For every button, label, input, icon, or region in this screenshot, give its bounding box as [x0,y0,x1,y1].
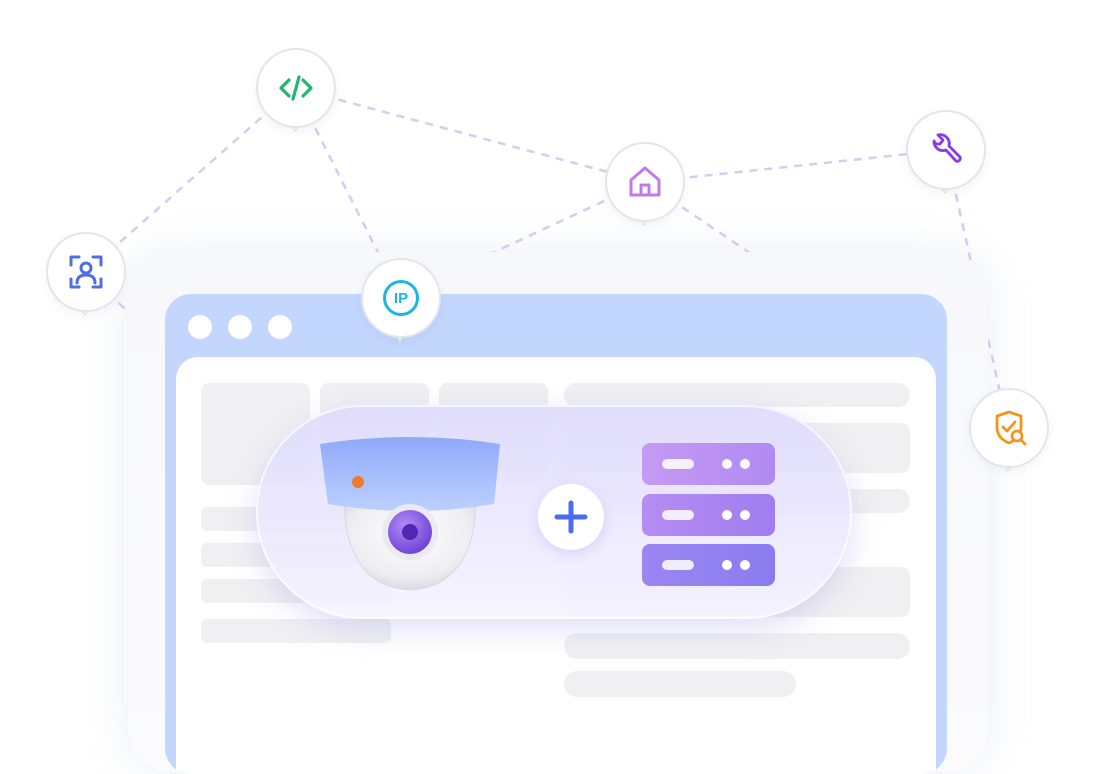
placeholder-line [564,383,910,407]
ip-label: IP [393,289,409,307]
server-slot [662,459,694,469]
pin-code [256,48,336,140]
window-dot-3 [268,315,292,339]
placeholder-line [564,633,910,659]
wrench-icon [932,133,962,163]
server-led [740,510,750,520]
plus-circle [538,484,604,550]
home-icon [629,166,661,197]
server-led [740,560,750,570]
server-led [722,560,732,570]
server-led [722,459,732,469]
server-unit [642,544,775,586]
server-led [740,459,750,469]
ip-icon: IP [383,280,419,316]
shield-check-icon [995,410,1027,446]
placeholder-line [201,619,391,643]
pin-wrench [906,110,986,202]
server-slot [662,560,694,570]
pin-face-id [46,232,126,324]
face-id-icon [69,255,103,289]
pin-home [605,142,685,234]
camera-icon [320,437,500,591]
placeholder-line [564,671,796,697]
window-dot-1 [188,315,212,339]
code-icon [279,75,313,101]
plus-icon [554,500,588,534]
server-unit [642,443,775,485]
server-unit [642,494,775,536]
server-slot [662,510,694,520]
window-dot-2 [228,315,252,339]
pin-ip: IP [361,258,441,350]
pin-shield [969,388,1049,480]
server-led [722,510,732,520]
